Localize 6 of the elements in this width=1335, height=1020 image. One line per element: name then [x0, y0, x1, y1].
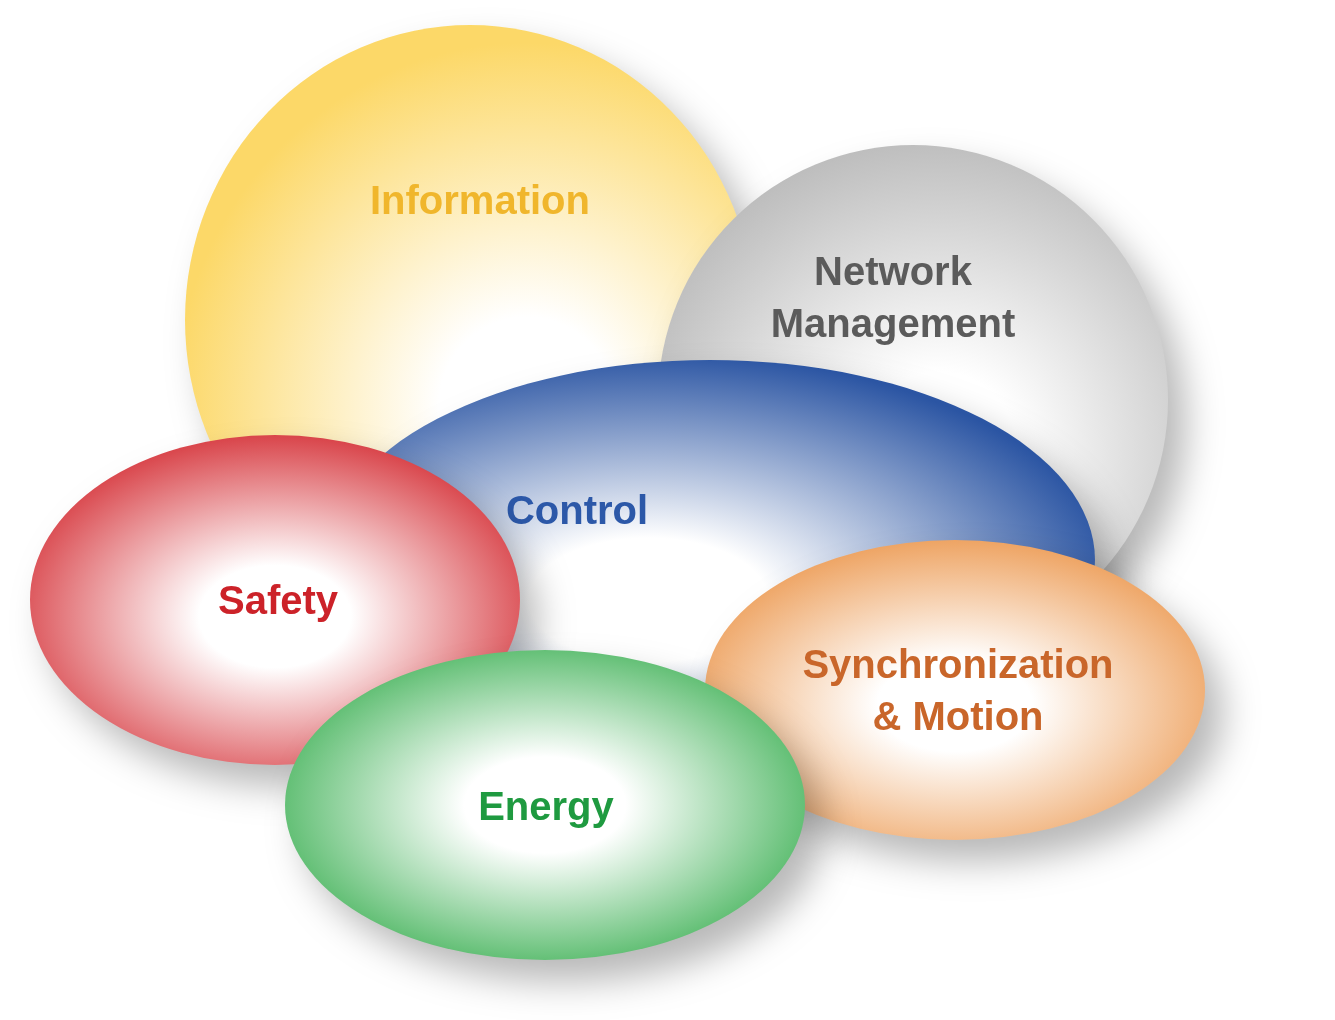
- topic-label: Network Management: [769, 248, 1017, 347]
- topic-label: Information: [369, 177, 591, 224]
- topic-label: Synchronization & Motion: [801, 641, 1115, 740]
- topic-label: Energy: [477, 783, 615, 830]
- topic-label: Safety: [216, 577, 340, 624]
- topic-label: Control: [504, 487, 650, 534]
